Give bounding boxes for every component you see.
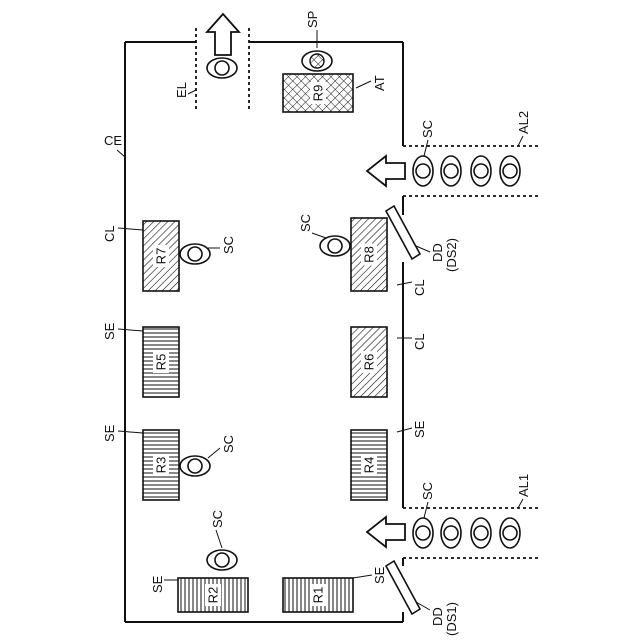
exit-lane: EL (174, 14, 249, 112)
region-r3: R3 (143, 430, 179, 500)
arrival-lane-2-label: AL2 (516, 111, 531, 134)
region-label: R2 (206, 587, 221, 604)
special-person-label: SP (305, 11, 320, 28)
queued-person-icon (413, 518, 433, 548)
cl-label-r8: CL (412, 279, 427, 296)
customers-inside: SC SC SC SC (180, 214, 350, 570)
cl-label-r7: CL (102, 225, 117, 242)
enclosure-label-ce: CE (104, 133, 125, 157)
door-ds1: DD (DS1) (386, 561, 459, 636)
cl-label-r6: CL (412, 333, 427, 350)
at-label: AT (372, 75, 387, 91)
regions: R1 R2 R3 R4 R5 R6 R7 R8 R9 (143, 74, 387, 612)
door-2-sub-label: (DS2) (444, 238, 459, 272)
region-label: R7 (154, 248, 169, 265)
queued-person-icon (500, 156, 520, 186)
exit-arrow-icon (207, 14, 239, 55)
exit-lane-label: EL (174, 82, 189, 98)
region-label: R8 (362, 246, 377, 263)
entry-arrow-icon (367, 517, 405, 547)
sc-label-r2: SC (210, 510, 225, 528)
region-r4: R4 (351, 430, 387, 500)
sc-label-r8: SC (298, 214, 313, 232)
se-label-r3: SE (102, 424, 117, 442)
region-r6: R6 (351, 327, 387, 397)
region-r1: R1 (283, 578, 353, 612)
se-label-r1: SE (372, 566, 387, 584)
region-r8: R8 (351, 218, 387, 291)
region-label: R9 (311, 85, 326, 102)
queued-person-icon (441, 156, 461, 186)
entry-arrow-icon (367, 156, 405, 186)
region-label: R5 (154, 354, 169, 371)
enclosure-label: CE (104, 133, 122, 148)
queued-person-icon (413, 156, 433, 186)
queued-person-icon (500, 518, 520, 548)
region-r7: R7 (143, 221, 179, 291)
se-label-r2: SE (150, 575, 165, 593)
queued-person-icon (441, 518, 461, 548)
sc-label-r7: SC (221, 236, 236, 254)
region-label: R1 (311, 587, 326, 604)
region-label: R6 (362, 354, 377, 371)
region-r9: R9 (283, 74, 353, 112)
region-label: R3 (154, 457, 169, 474)
special-person: SP (302, 11, 332, 71)
sc-label-al1: SC (420, 482, 435, 500)
queued-person-icon (471, 518, 491, 548)
customer-icon (207, 550, 237, 570)
arrival-lane-1: SC AL1 (367, 474, 540, 558)
door-2-label: DD (430, 243, 445, 262)
se-label-r4: SE (412, 420, 427, 438)
region-r5: R5 (143, 327, 179, 397)
door-ds2: DD (DS2) (386, 206, 459, 272)
customer-icon (180, 244, 210, 264)
queued-person-icon (471, 156, 491, 186)
region-r2: R2 (178, 578, 248, 612)
customer-icon (180, 456, 210, 476)
arrival-lane-2: SC AL2 (367, 111, 540, 196)
door-1-label: DD (430, 607, 445, 626)
sc-label-al2: SC (420, 120, 435, 138)
customer-icon (320, 236, 350, 256)
region-label: R4 (362, 457, 377, 474)
sc-label-r3: SC (221, 435, 236, 453)
arrival-lane-1-label: AL1 (516, 474, 531, 497)
se-label-r5: SE (102, 322, 117, 340)
person-icon (207, 58, 237, 78)
door-1-sub-label: (DS1) (444, 602, 459, 636)
